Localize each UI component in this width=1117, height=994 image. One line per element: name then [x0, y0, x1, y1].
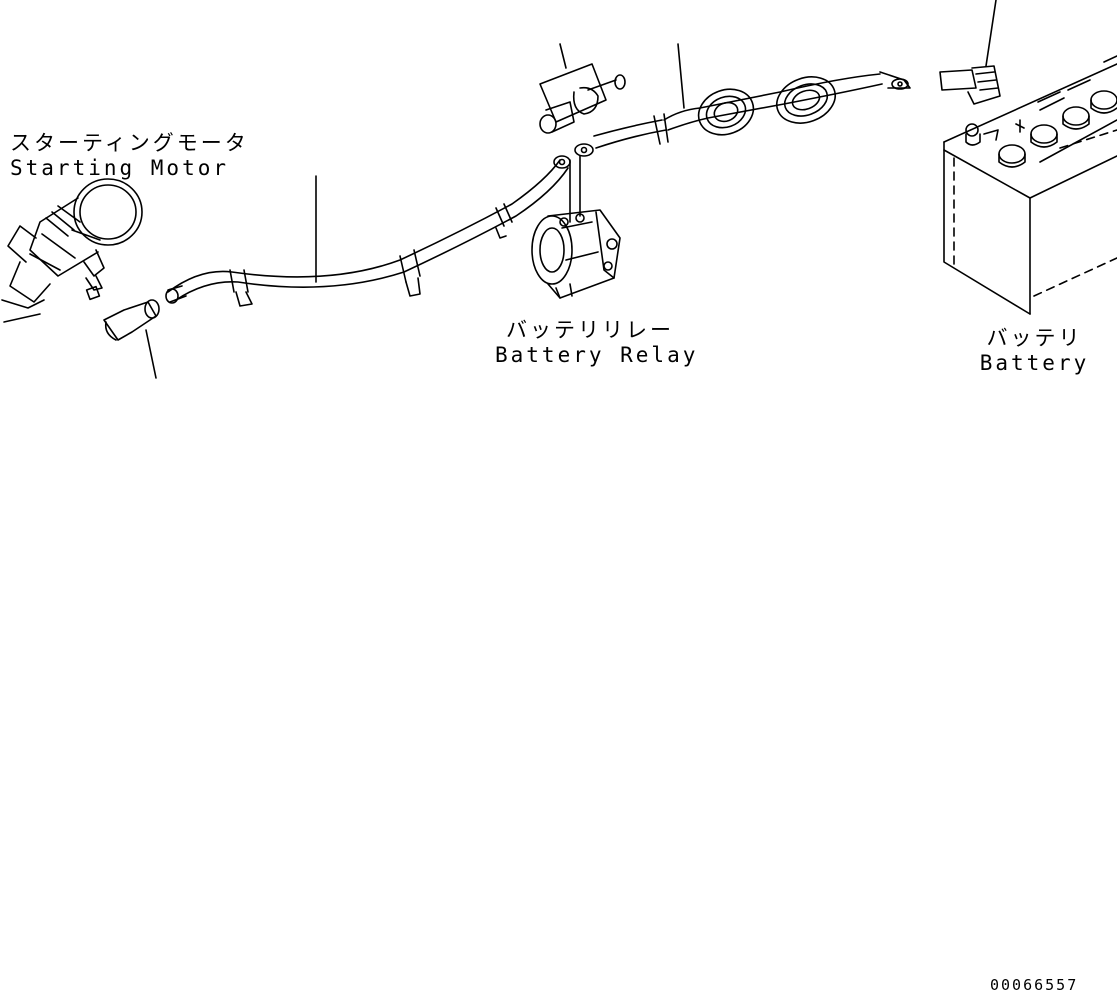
starting-motor-label-en: Starting Motor	[10, 156, 230, 180]
battery-relay-label-en: Battery Relay	[495, 343, 699, 367]
battery-label-jp: バッテリ	[986, 326, 1083, 350]
battery-label: バッテリ Battery	[972, 328, 1097, 374]
battery-relay	[532, 156, 620, 298]
battery-relay-label-jp: バッテリリレー	[506, 318, 674, 342]
battery-relay-label: バッテリリレー Battery Relay	[495, 318, 699, 367]
misc-lines	[1104, 56, 1117, 62]
relay-battery-cable	[575, 44, 910, 156]
battery	[940, 0, 1117, 314]
starting-motor-label-jp: スターティングモータ	[10, 131, 249, 155]
starting-motor-label: スターティングモータ Starting Motor	[10, 131, 249, 180]
starting-motor	[2, 179, 159, 378]
main-cable	[166, 156, 570, 306]
relay-terminal-caps	[540, 44, 625, 133]
drawing-number: 00066557	[990, 976, 1079, 994]
battery-label-en: Battery	[979, 351, 1090, 375]
